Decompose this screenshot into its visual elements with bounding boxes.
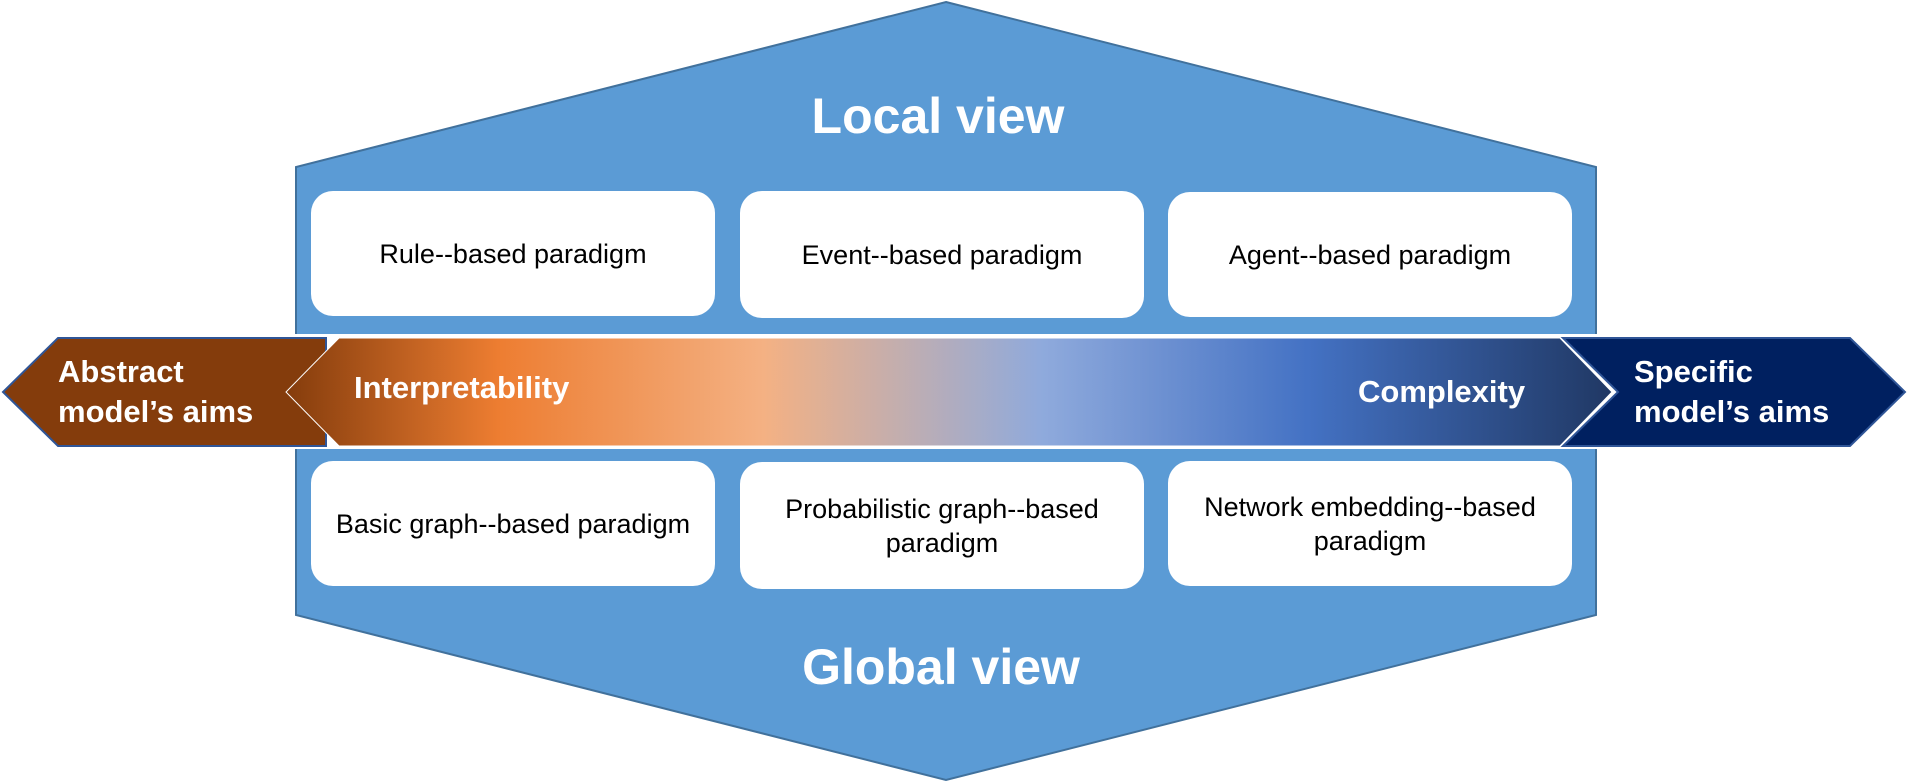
network-embedding-paradigm-card: Network embedding--based paradigm bbox=[1168, 461, 1572, 586]
card-label: Probabilistic graph--based paradigm bbox=[785, 493, 1099, 558]
agent-based-paradigm-card: Agent--based paradigm bbox=[1168, 192, 1572, 317]
local-view-title: Local view bbox=[811, 88, 1065, 144]
card-label: Basic graph--based paradigm bbox=[335, 508, 691, 539]
abstract-arrow bbox=[1, 337, 327, 447]
specific-arrow bbox=[1560, 337, 1907, 447]
specific-label-line2: model’s aims bbox=[1634, 394, 1830, 429]
card-label: Rule--based paradigm bbox=[379, 238, 647, 269]
probabilistic-graph-paradigm-card: Probabilistic graph--based paradigm bbox=[740, 462, 1144, 589]
abstract-label-line1: Abstract bbox=[58, 354, 184, 389]
specific-aims-label: Specific model’s aims bbox=[1634, 352, 1829, 432]
rule-based-paradigm-card: Rule--based paradigm bbox=[311, 191, 715, 316]
card-label: Agent--based paradigm bbox=[1228, 239, 1512, 270]
card-label: Network embedding--based paradigm bbox=[1204, 491, 1536, 556]
event-based-paradigm-card: Event--based paradigm bbox=[740, 191, 1144, 318]
complexity-label: Complexity bbox=[1358, 374, 1526, 409]
global-view-title: Global view bbox=[802, 639, 1080, 695]
specific-label-line1: Specific bbox=[1634, 354, 1753, 389]
interpretability-label: Interpretability bbox=[354, 370, 570, 405]
abstract-aims-label: Abstract model’s aims bbox=[58, 352, 253, 432]
basic-graph-paradigm-card: Basic graph--based paradigm bbox=[311, 461, 715, 586]
card-label: Event--based paradigm bbox=[801, 239, 1083, 270]
spectrum-bar bbox=[285, 337, 1613, 447]
abstract-label-line2: model’s aims bbox=[58, 394, 254, 429]
